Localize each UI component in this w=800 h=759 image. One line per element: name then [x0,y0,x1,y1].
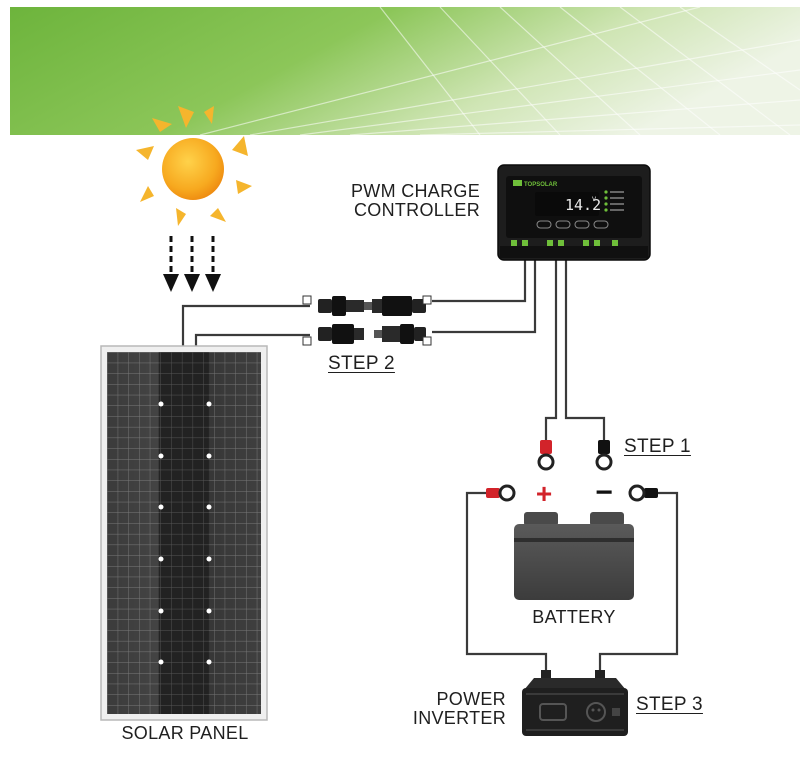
solar-panel [100,345,268,721]
mc4-female-top-right [372,295,432,316]
mc4-connectors [302,295,432,346]
controller-buttons [536,220,609,229]
controller-label-line1: PWM CHARGE [351,181,480,201]
mc4-male-top-left [302,295,372,316]
step-3-label: STEP 3 [636,694,703,715]
header-banner [10,6,800,136]
sun-icon [136,106,252,226]
battery [486,484,658,600]
panel-cell-highlights [158,401,212,665]
positive-sign: + [536,478,552,509]
power-inverter [522,670,628,736]
controller-status-leds [604,190,624,212]
controller-brand: TOPSOLAR [524,182,558,188]
wiring [181,258,679,678]
step-2-label: STEP 2 [328,353,395,374]
sunlight-arrows [163,236,221,292]
inverter-label-line1: POWER [436,689,506,709]
controller-display-value: 14.2 [565,196,601,214]
mc4-male-bottom-left [302,324,364,346]
inverter-label-line2: INVERTER [412,708,506,728]
battery-label: BATTERY [532,607,616,627]
controller-label-line2: CONTROLLER [353,200,480,220]
step-1-label: STEP 1 [624,436,691,457]
controller-terminals [511,240,618,246]
controller-display-unit: V [592,196,597,203]
solar-panel-label: SOLAR PANEL [121,723,249,743]
brand-logo-icon [513,180,522,186]
negative-sign: − [595,476,613,509]
controller-lcd [535,192,599,216]
charge-controller: TOPSOLAR 14.2 V [497,164,651,261]
mc4-female-bottom-right [374,324,432,346]
battery-leads [537,440,613,471]
